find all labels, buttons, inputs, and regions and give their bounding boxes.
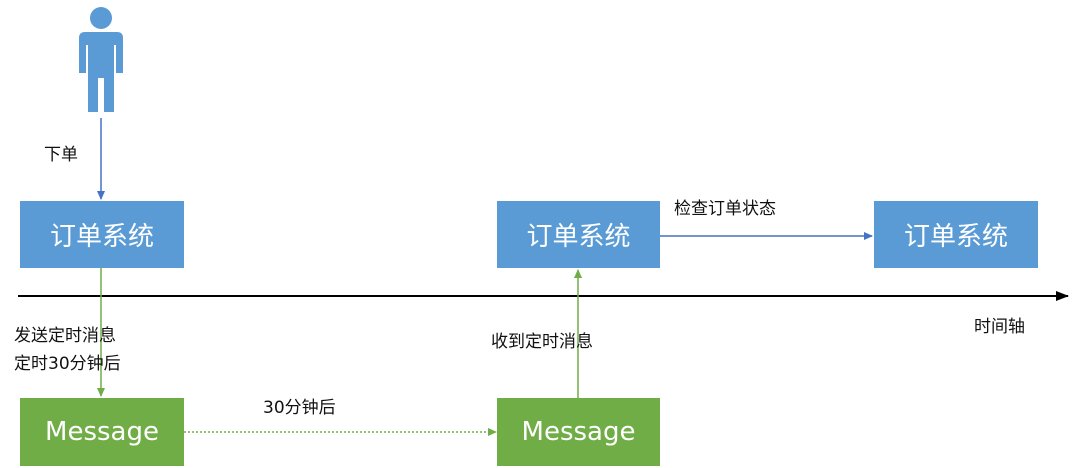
place-order-label: 下单 xyxy=(44,145,78,165)
send-timed-message-label-line1: 发送定时消息 xyxy=(14,326,116,346)
check-order-status-label: 检查订单状态 xyxy=(674,199,776,219)
send-timed-message-label-line2: 定时30分钟后 xyxy=(14,354,121,374)
message-box-1: Message xyxy=(20,398,184,466)
message-box-2-label: Message xyxy=(521,417,636,447)
order-system-box-2: 订单系统 xyxy=(497,201,660,268)
order-system-box-1-label: 订单系统 xyxy=(49,222,154,252)
order-system-box-3-label: 订单系统 xyxy=(903,222,1008,252)
after-30-min-label: 30分钟后 xyxy=(263,398,336,418)
message-box-1-label: Message xyxy=(45,417,159,447)
timeline-label: 时间轴 xyxy=(974,317,1025,337)
order-system-box-2-label: 订单系统 xyxy=(526,222,631,252)
receive-timed-message-label: 收到定时消息 xyxy=(491,332,593,352)
order-system-box-3: 订单系统 xyxy=(874,201,1038,268)
order-system-box-1: 订单系统 xyxy=(20,201,184,268)
person-icon xyxy=(79,7,123,112)
message-box-2: Message xyxy=(497,398,660,466)
